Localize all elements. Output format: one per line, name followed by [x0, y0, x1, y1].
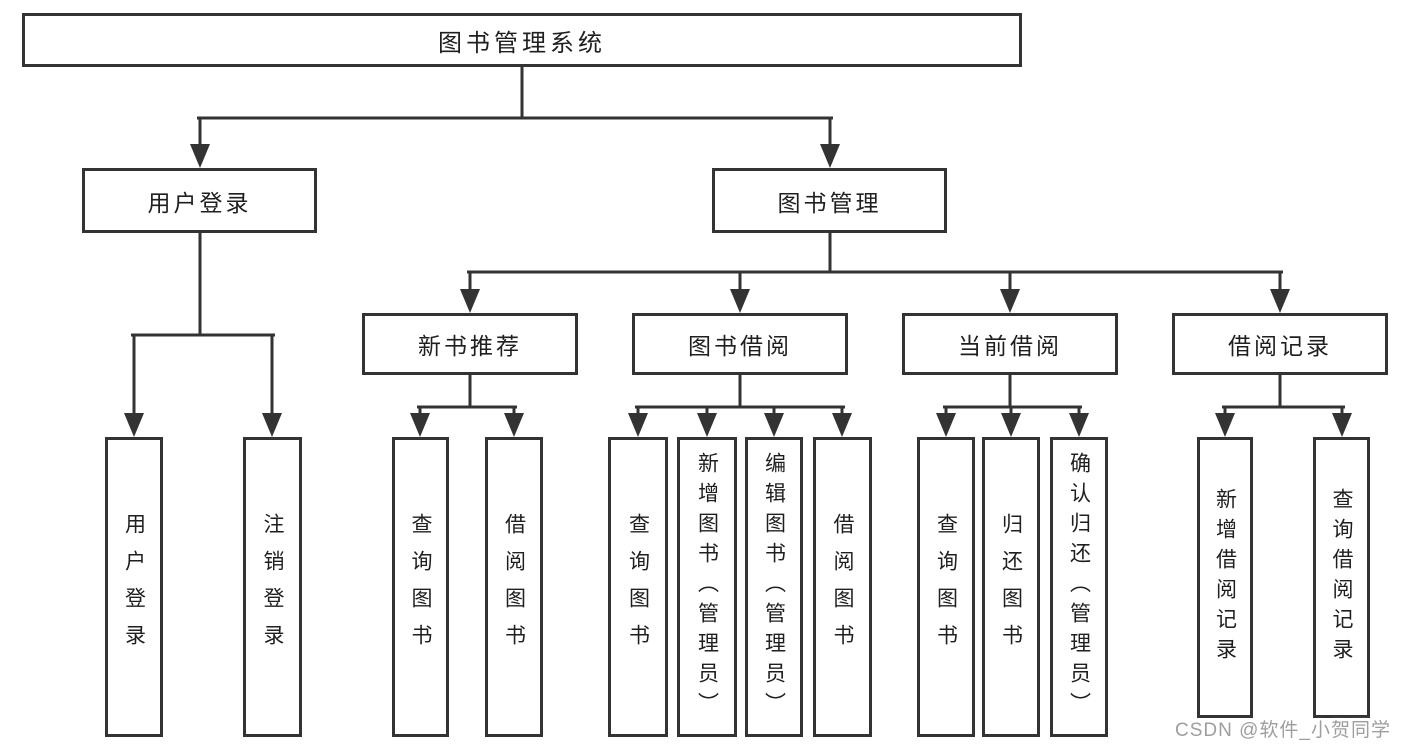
node-rec-borrow-books-label: 借阅图书: [502, 513, 526, 661]
node-cb-confirm-return-admin-label: 确认归还（管理员）: [1067, 452, 1091, 722]
node-cb-return-books-label: 归还图书: [999, 513, 1023, 661]
node-bb-edit-books-admin: 编辑图书（管理员）: [745, 437, 803, 737]
node-bb-borrow-books-label: 借阅图书: [831, 513, 854, 661]
node-cb-query-books-label: 查询图书: [934, 513, 958, 661]
node-borrow-records: 借阅记录: [1172, 313, 1388, 375]
node-bb-query-books-label: 查询图书: [626, 513, 650, 661]
node-rec-query-books: 查询图书: [392, 437, 449, 737]
node-user-login: 用户登录: [105, 437, 163, 737]
node-cb-query-books: 查询图书: [917, 437, 975, 737]
node-system-root: 图书管理系统: [22, 13, 1022, 67]
connector-userlogin-to-children: [124, 230, 282, 437]
node-rec-borrow-books: 借阅图书: [485, 437, 543, 737]
node-borrow-records-label: 借阅记录: [1228, 333, 1332, 359]
node-cb-return-books: 归还图书: [982, 437, 1040, 737]
node-bb-query-books: 查询图书: [608, 437, 668, 737]
connector-bookborrow-to-children: [628, 373, 852, 437]
node-bb-add-books-admin: 新增图书（管理员）: [677, 437, 737, 737]
node-logout-label: 注销登录: [261, 513, 284, 661]
node-br-query-record: 查询借阅记录: [1313, 437, 1370, 718]
node-new-book-recommend: 新书推荐: [362, 313, 578, 375]
node-br-add-record: 新增借阅记录: [1197, 437, 1253, 718]
node-bb-borrow-books: 借阅图书: [813, 437, 872, 737]
node-user-login-module-label: 用户登录: [147, 189, 252, 216]
node-br-query-record-label: 查询借阅记录: [1330, 487, 1353, 668]
node-book-borrowing-label: 图书借阅: [688, 333, 792, 359]
node-user-login-label: 用户登录: [122, 513, 146, 661]
node-current-borrowing-label: 当前借阅: [958, 333, 1062, 359]
node-current-borrowing: 当前借阅: [902, 313, 1118, 375]
node-logout: 注销登录: [243, 437, 302, 737]
node-bb-add-books-admin-label: 新增图书（管理员）: [695, 452, 719, 722]
connector-root-to-level2: [190, 64, 840, 168]
node-book-management-module-label: 图书管理: [777, 189, 882, 216]
node-cb-confirm-return-admin: 确认归还（管理员）: [1050, 437, 1108, 737]
connector-bookmgmt-to-level3: [460, 231, 1290, 313]
connector-newbookrec-to-children: [410, 373, 524, 437]
node-bb-edit-books-admin-label: 编辑图书（管理员）: [762, 452, 786, 722]
node-rec-query-books-label: 查询图书: [409, 513, 432, 661]
node-book-borrowing: 图书借阅: [632, 313, 848, 375]
connector-currentborrow-to-children: [936, 373, 1089, 437]
node-new-book-recommend-label: 新书推荐: [418, 333, 522, 359]
node-system-root-label: 图书管理系统: [438, 29, 606, 57]
csdn-watermark: CSDN @软件_小贺同学: [1175, 720, 1391, 741]
node-br-add-record-label: 新增借阅记录: [1213, 487, 1237, 668]
node-user-login-module: 用户登录: [82, 168, 317, 233]
connector-borrowrecords-to-children: [1215, 373, 1352, 437]
node-book-management-module: 图书管理: [712, 168, 947, 233]
